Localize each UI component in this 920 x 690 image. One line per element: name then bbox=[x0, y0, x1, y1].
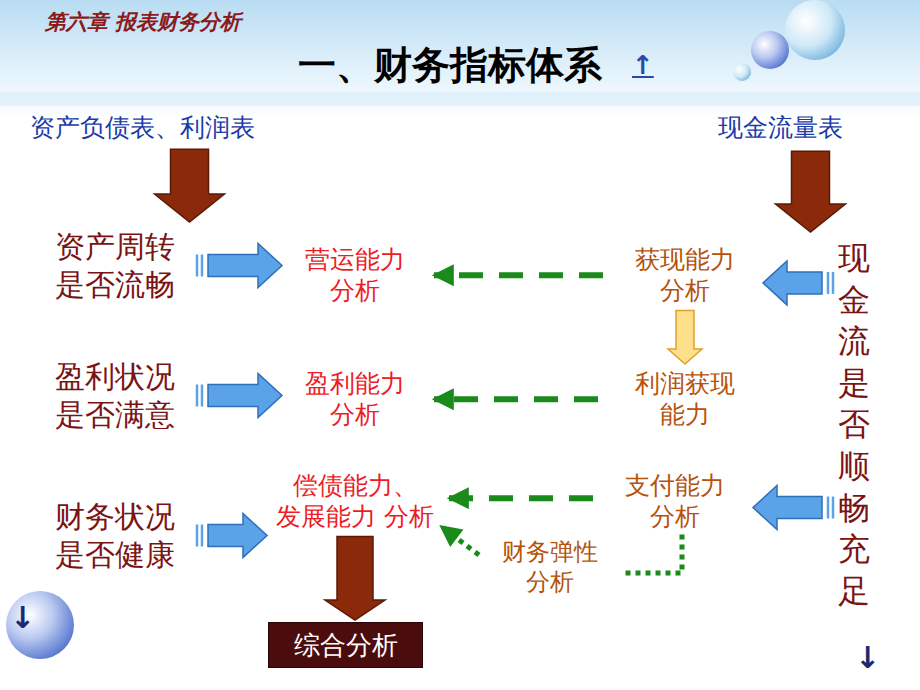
block-arrow-shape bbox=[763, 261, 822, 305]
bubble bbox=[733, 63, 751, 81]
block-arrow bbox=[325, 537, 385, 621]
block-arrow bbox=[668, 311, 702, 365]
question-text: 财务状况 是否健康 bbox=[40, 498, 190, 573]
block-arrow-shape bbox=[208, 244, 282, 288]
block-arrow-shape bbox=[776, 151, 846, 232]
cash-analysis-item: 获现能力 分析 bbox=[615, 244, 755, 307]
block-arrow-shape bbox=[208, 514, 267, 558]
node-text: 资产周转 是否流畅 bbox=[40, 228, 190, 303]
analysis-item: 偿债能力、 发展能力 分析 bbox=[275, 470, 435, 533]
block-arrow bbox=[776, 151, 846, 232]
statement-source: 资产负债表、利润表 bbox=[30, 112, 320, 143]
cash-analysis-item: 财务弹性 分析 bbox=[485, 537, 615, 597]
dashed-arrow bbox=[449, 498, 593, 499]
node-text: 利润获现 能力 bbox=[610, 368, 760, 431]
question-text: 资产周转 是否流畅 bbox=[40, 228, 190, 303]
nav-arrow: ↓ bbox=[855, 640, 880, 675]
dashed-arrow bbox=[621, 535, 682, 574]
analysis-item: 盈利能力 分析 bbox=[290, 368, 420, 431]
arrow-tail-stripe bbox=[201, 255, 204, 277]
question-text: 盈利状况 是否满意 bbox=[40, 358, 190, 433]
connector-line bbox=[441, 526, 479, 555]
node-text: 获现能力 分析 bbox=[615, 244, 755, 307]
result-box: 综合分析 bbox=[268, 622, 423, 668]
arrow-tail-stripe bbox=[832, 272, 835, 294]
node-text: 支付能力 分析 bbox=[605, 470, 745, 533]
block-arrow bbox=[753, 486, 833, 530]
nav-arrow: ↑ bbox=[632, 50, 654, 80]
node-text: 现金流量表 bbox=[718, 112, 903, 143]
block-arrow-shape bbox=[208, 374, 282, 418]
bubble bbox=[6, 591, 74, 659]
dashed-arrow bbox=[434, 275, 603, 276]
dashed-arrow bbox=[441, 526, 479, 555]
arrow-tail-stripe bbox=[196, 385, 199, 407]
arrow-tail-stripe bbox=[201, 525, 204, 547]
connector-line bbox=[434, 396, 598, 402]
arrow-tail-stripe bbox=[832, 497, 835, 519]
connector-line bbox=[449, 495, 593, 501]
block-arrow-shape bbox=[155, 149, 225, 222]
cash-analysis-item: 支付能力 分析 bbox=[605, 470, 745, 533]
node-text: 财务弹性 分析 bbox=[485, 537, 615, 597]
block-arrow-shape bbox=[753, 486, 822, 530]
analysis-item: 营运能力 分析 bbox=[290, 244, 420, 307]
node-text: 综合分析 bbox=[269, 629, 422, 662]
diagram-title: 一、财务指标体系 bbox=[200, 40, 700, 91]
dashed-arrow bbox=[434, 399, 598, 400]
block-arrow bbox=[197, 244, 282, 288]
arrow-tail-stripe bbox=[827, 272, 830, 294]
block-arrow-shape bbox=[325, 537, 385, 621]
arrow-tail-stripe bbox=[201, 385, 204, 407]
bubble bbox=[751, 31, 789, 69]
arrow-tail-stripe bbox=[196, 525, 199, 547]
connector-line bbox=[434, 272, 603, 278]
node-text: 现 金 流 是 否 顺 畅 充 足 bbox=[832, 238, 876, 612]
node-text: 资产负债表、利润表 bbox=[30, 112, 320, 143]
statement-source: 现金流量表 bbox=[718, 112, 903, 143]
chapter-header: 第六章 报表财务分析 bbox=[45, 8, 241, 36]
bubble bbox=[785, 0, 845, 60]
block-arrow-shape bbox=[668, 311, 702, 365]
block-arrow bbox=[197, 514, 267, 558]
block-arrow bbox=[197, 374, 282, 418]
nav-arrow: ↓ bbox=[10, 600, 35, 635]
vertical-question: 现 金 流 是 否 顺 畅 充 足 bbox=[832, 238, 876, 612]
arrow-tail-stripe bbox=[196, 255, 199, 277]
connector-line bbox=[621, 535, 682, 574]
cash-analysis-item: 利润获现 能力 bbox=[610, 368, 760, 431]
node-text: 偿债能力、 发展能力 分析 bbox=[275, 470, 435, 533]
binary-stripe bbox=[0, 92, 920, 106]
block-arrow bbox=[155, 149, 225, 222]
node-text: 盈利状况 是否满意 bbox=[40, 358, 190, 433]
node-text: 财务状况 是否健康 bbox=[40, 498, 190, 573]
node-text: 营运能力 分析 bbox=[290, 244, 420, 307]
header-band bbox=[0, 0, 920, 120]
node-text: 盈利能力 分析 bbox=[290, 368, 420, 431]
arrow-tail-stripe bbox=[827, 497, 830, 519]
block-arrow bbox=[763, 261, 833, 305]
